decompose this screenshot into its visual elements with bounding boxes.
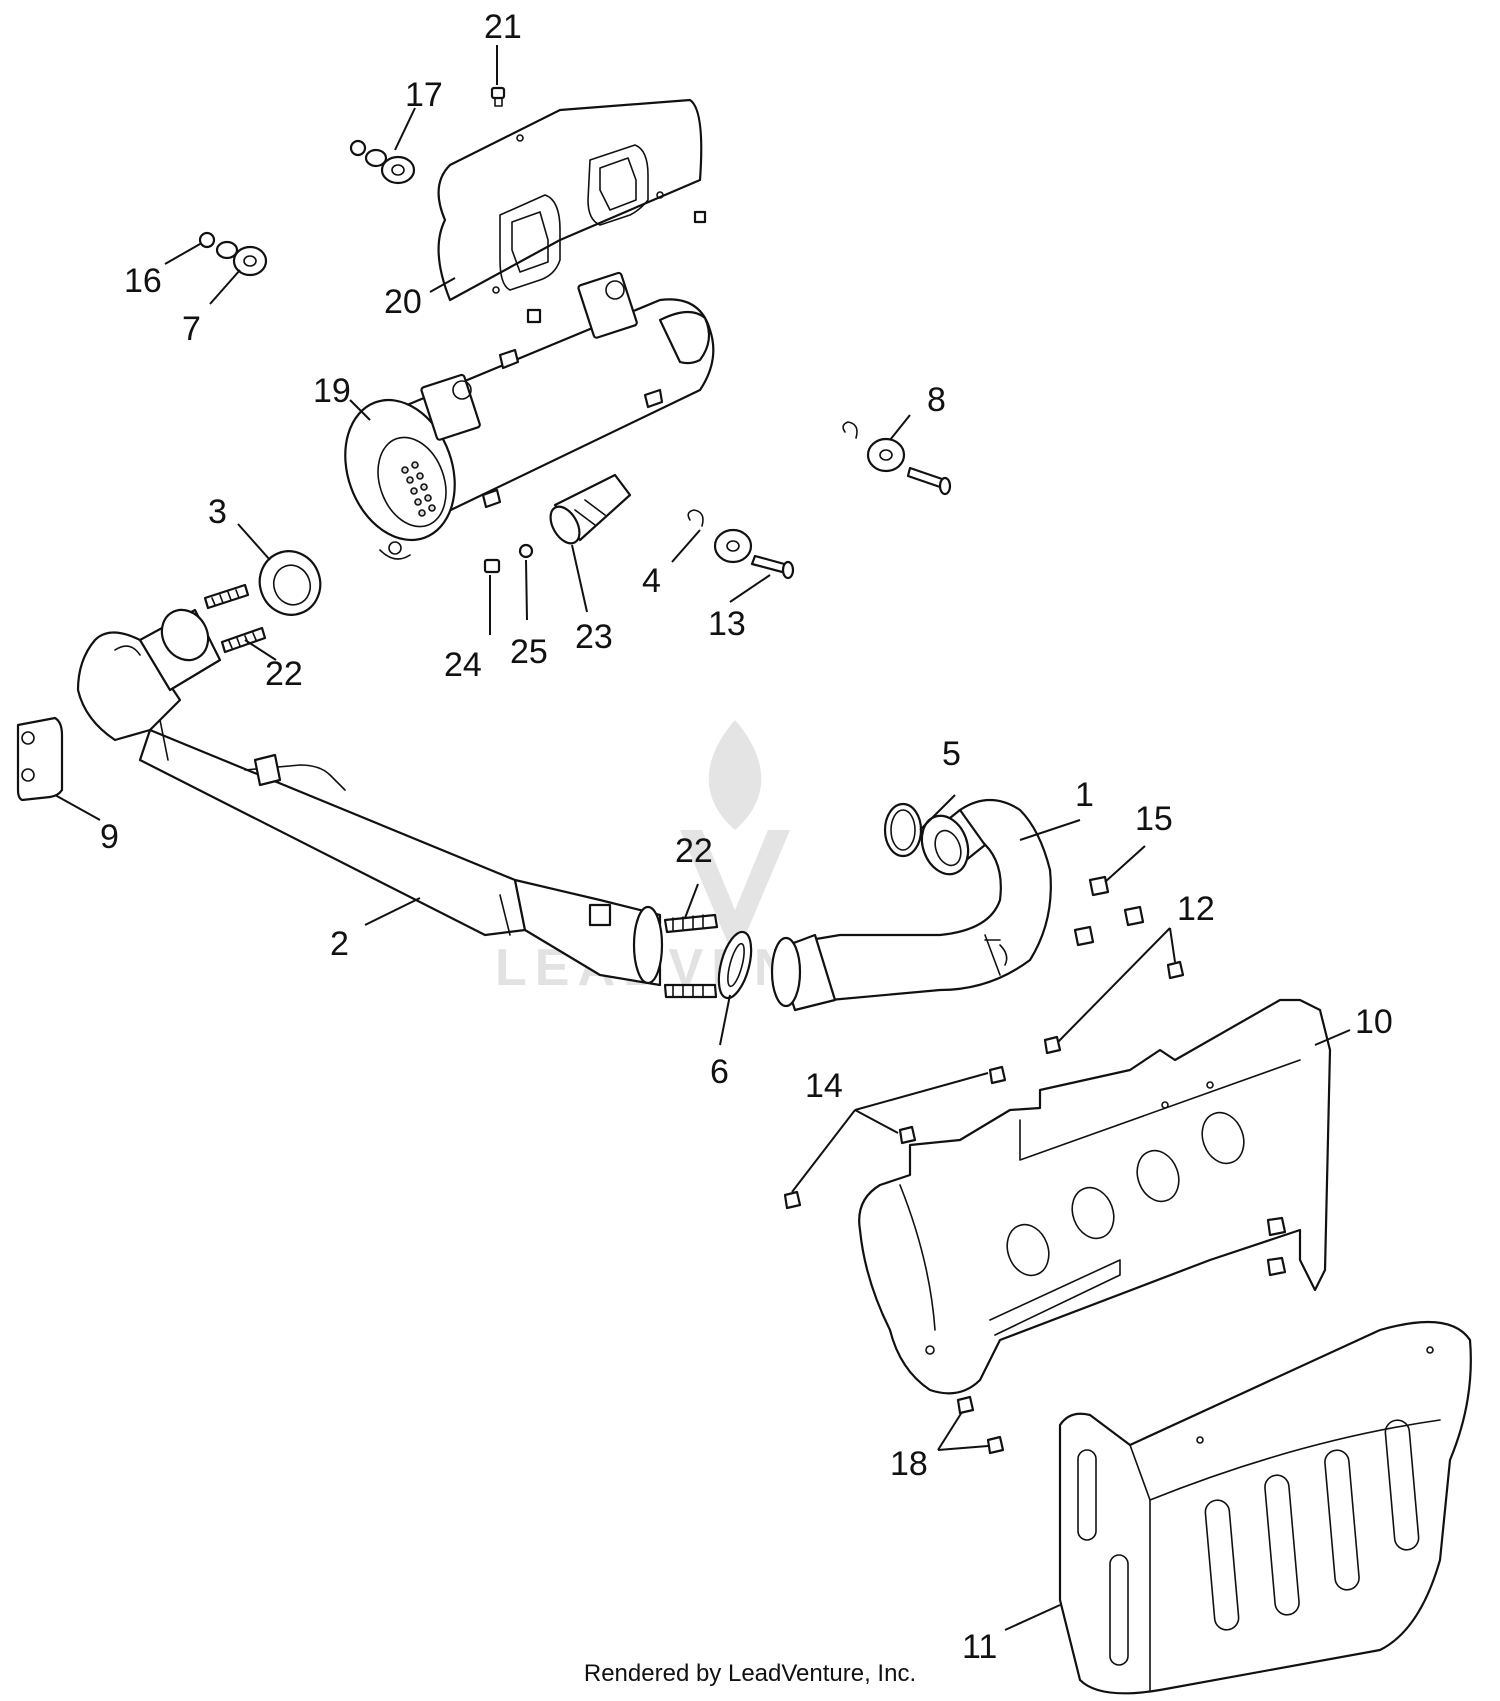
callout-8: 8 [927,381,946,419]
callout-11: 11 [962,1628,997,1666]
part-16-nut[interactable] [198,231,216,249]
callout-6: 6 [710,1053,729,1091]
part-6-gasket[interactable] [713,929,758,1002]
part-1-head-pipe[interactable] [770,799,1052,1012]
callout-1: 1 [1075,776,1094,814]
callout-14: 14 [805,1067,843,1105]
callout-5: 5 [942,735,961,773]
callout-9: 9 [100,818,119,856]
callout-13: 13 [708,605,746,643]
part-8-grommet-assembly[interactable] [842,421,952,496]
part-11-lower-heat-shield[interactable] [1058,1320,1472,1695]
callout-16: 16 [124,262,162,300]
part-13-bolt[interactable] [750,554,795,580]
part-3-gasket[interactable] [251,543,329,624]
footer-credit: Rendered by LeadVenture, Inc. [583,1660,917,1687]
callout-18: 18 [890,1445,928,1483]
part-22-springs-upper[interactable] [203,583,267,654]
heat-shield-11-slots [1077,1419,1420,1666]
callout-10: 10 [1355,1003,1393,1041]
part-17-washer-set[interactable] [349,139,416,185]
callout-21: 21 [484,8,522,46]
part-4-grommet[interactable] [687,509,753,564]
heat-shield-10-vents [1006,1111,1245,1277]
part-24-bolt[interactable] [483,558,501,574]
callout-24: 24 [444,646,482,684]
part-10-heat-shield[interactable] [858,998,1332,1395]
leader-lines [54,45,1351,1631]
callout-19: 19 [313,372,351,410]
part-9-bumper[interactable] [16,716,64,802]
part-12-clips[interactable] [1043,960,1185,1055]
part-7-grommet[interactable] [215,240,268,277]
part-5-gasket-ring[interactable] [883,802,923,858]
callout-25: 25 [510,633,548,671]
callout-22-upper: 22 [265,655,303,693]
part-14-bolts[interactable] [783,1065,1007,1210]
muffler-perforations [401,461,436,517]
callout-3: 3 [208,493,227,531]
callout-labels: 21 17 16 7 20 19 8 3 4 13 23 24 25 22 9 … [100,8,1393,1666]
callout-2: 2 [330,925,349,963]
callout-7: 7 [182,310,201,348]
callout-4: 4 [642,562,661,600]
part-15-screws[interactable] [1073,875,1145,947]
part-19-muffler[interactable] [327,271,715,560]
part-20-muffler-heat-shield[interactable] [437,98,707,324]
part-25-nut[interactable] [518,543,534,559]
callout-22-lower: 22 [675,832,713,870]
callout-20: 20 [384,283,422,321]
callout-23: 23 [575,618,613,656]
callout-17: 17 [405,76,443,114]
part-18-clips[interactable] [956,1395,1005,1455]
callout-15: 15 [1135,800,1173,838]
part-22-springs-lower[interactable] [663,913,719,999]
part-2-exhaust-pipe[interactable] [76,601,664,987]
part-21-screw[interactable] [490,86,506,107]
part-23-spark-arrestor[interactable] [545,473,632,548]
callout-12: 12 [1177,890,1215,928]
